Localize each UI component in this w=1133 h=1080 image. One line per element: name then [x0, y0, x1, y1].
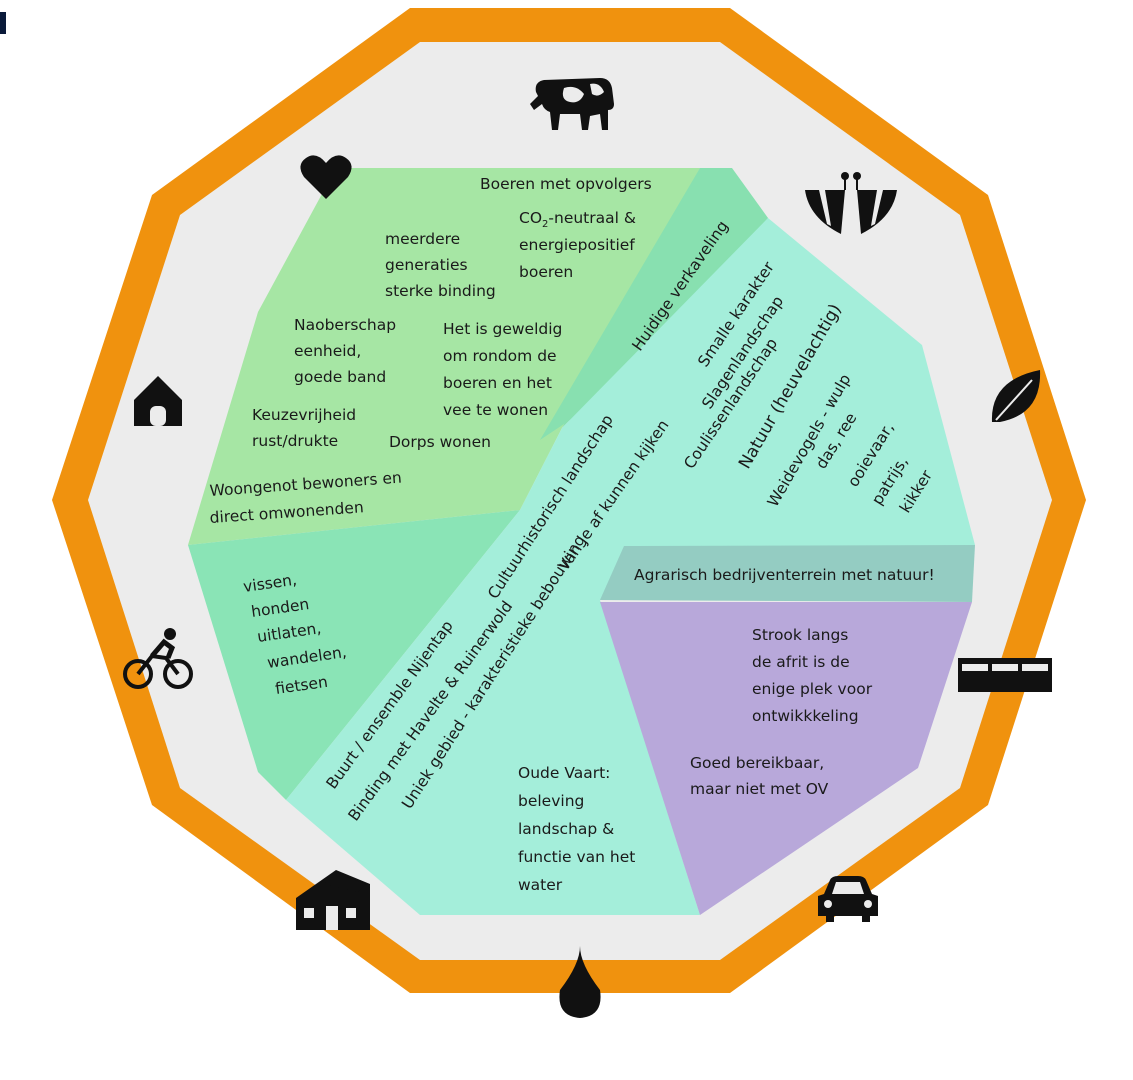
label-generaties-3: sterke binding	[385, 282, 496, 300]
cyclist-icon	[123, 628, 193, 689]
industrial-buildings-icon	[958, 658, 1052, 692]
label-geweldig-2: om rondom de	[443, 347, 557, 365]
corner-mark	[0, 12, 6, 34]
leaf-icon	[991, 370, 1041, 422]
label-keuzevrijheid-2: rust/drukte	[252, 432, 338, 450]
field-road-icon	[805, 172, 897, 234]
house-icon	[134, 376, 182, 426]
label-strook-3: enige plek voor	[752, 680, 873, 698]
section-verkaveling	[540, 168, 768, 440]
label-boeren-opvolgers: Boeren met opvolgers	[480, 175, 652, 193]
label-bereikbaar-1: Goed bereikbaar,	[690, 754, 824, 772]
section-wonen	[188, 168, 700, 545]
label-water-3: landschap &	[518, 820, 614, 838]
section-bedrijventerrein-band	[600, 545, 975, 602]
label-water-2: beleving	[518, 792, 584, 810]
label-energiepositief: energiepositief	[519, 236, 635, 254]
label-generaties-1: meerdere	[385, 230, 460, 248]
label-dorps-wonen: Dorps wonen	[389, 433, 491, 451]
label-bereikbaar-2: maar niet met OV	[690, 780, 829, 798]
label-generaties-2: generaties	[385, 256, 468, 274]
section-recreatie	[188, 510, 520, 800]
label-bedrijventerrein: Agrarisch bedrijventerrein met natuur!	[634, 566, 935, 584]
farmhouse-icon	[296, 870, 370, 930]
label-strook-1: Strook langs	[752, 626, 848, 644]
label-keuzevrijheid-1: Keuzevrijheid	[252, 406, 356, 424]
label-boeren: boeren	[519, 263, 573, 281]
label-naoberschap-1: Naoberschap	[294, 316, 396, 334]
label-naoberschap-2: eenheid,	[294, 342, 361, 360]
label-water-4: functie van het	[518, 848, 635, 866]
car-icon	[818, 876, 878, 922]
label-naoberschap-3: goede band	[294, 368, 386, 386]
label-strook-4: ontwikkkeling	[752, 707, 859, 725]
label-geweldig-3: boeren en het	[443, 374, 552, 392]
label-geweldig-1: Het is geweldig	[443, 320, 562, 338]
label-geweldig-4: vee te wonen	[443, 401, 548, 419]
label-water-1: Oude Vaart:	[518, 764, 610, 782]
label-co2: CO2-neutraal &	[519, 209, 636, 230]
heart-icon	[300, 155, 352, 199]
label-water-5: water	[518, 876, 563, 894]
section-ontwikkeling	[600, 602, 972, 915]
water-drop-icon	[559, 946, 601, 1018]
label-strook-2: de afrit is de	[752, 653, 850, 671]
cow-icon	[530, 78, 614, 130]
